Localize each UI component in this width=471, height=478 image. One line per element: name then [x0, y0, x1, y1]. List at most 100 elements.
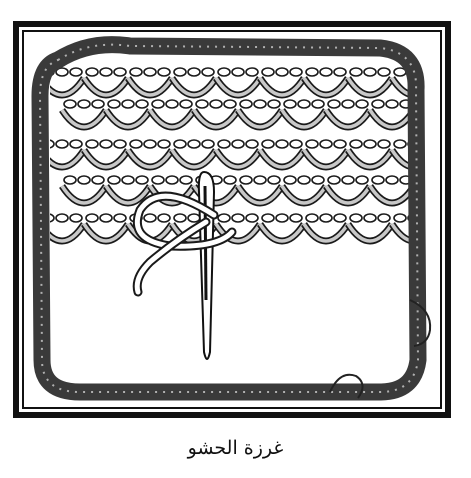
- chain-link: [121, 175, 135, 185]
- chain-link: [179, 99, 193, 109]
- chain-link: [50, 213, 55, 223]
- chain-link: [327, 99, 341, 109]
- chain-link: [289, 213, 303, 223]
- chain-link: [63, 99, 77, 109]
- knit-loop-highlight: [50, 149, 86, 169]
- chain-link: [173, 213, 187, 223]
- chain-link: [377, 139, 391, 149]
- threaded-yarn-loop-icon: [132, 191, 237, 297]
- chain-link: [333, 213, 347, 223]
- chain-link: [275, 139, 289, 149]
- knit-loop-highlight: [126, 149, 174, 169]
- knit-loop-highlight: [192, 109, 240, 129]
- chain-link: [223, 175, 237, 185]
- chain-link: [209, 99, 223, 109]
- chain-link: [55, 67, 69, 77]
- chain-link: [91, 175, 105, 185]
- chain-link: [201, 139, 215, 149]
- knit-loop-highlight: [390, 149, 412, 169]
- chain-link: [305, 213, 319, 223]
- chain-link: [217, 67, 231, 77]
- chain-link: [91, 99, 105, 109]
- chain-link: [69, 213, 83, 223]
- chain-link: [113, 139, 127, 149]
- chain-link: [69, 67, 83, 77]
- chain-link: [143, 139, 157, 149]
- chain-link: [349, 213, 363, 223]
- chain-link: [129, 139, 143, 149]
- knit-loop-highlight: [104, 109, 152, 129]
- chain-link: [157, 213, 171, 223]
- chain-link: [223, 99, 237, 109]
- knit-loop-highlight: [214, 149, 262, 169]
- chain-link: [231, 213, 245, 223]
- chain-link: [113, 213, 127, 223]
- knit-loop-highlight: [60, 185, 108, 205]
- chain-link: [319, 67, 333, 77]
- chain-link: [135, 99, 149, 109]
- chain-link: [289, 139, 303, 149]
- chain-link: [165, 175, 179, 185]
- chain-link: [173, 139, 187, 149]
- knit-loop-highlight: [390, 77, 412, 97]
- chain-link: [85, 213, 99, 223]
- chain-link: [267, 175, 281, 185]
- chain-link: [275, 213, 289, 223]
- knit-loop-highlight: [258, 223, 306, 243]
- chain-link: [201, 67, 215, 77]
- chain-link: [165, 99, 179, 109]
- chain-link: [261, 67, 275, 77]
- chain-link: [377, 67, 391, 77]
- chain-link: [371, 99, 385, 109]
- chain-link: [143, 67, 157, 77]
- chain-link: [349, 67, 363, 77]
- chain-link: [151, 175, 165, 185]
- chain-link: [305, 139, 319, 149]
- knit-loop-highlight: [214, 77, 262, 97]
- knit-loop-highlight: [390, 223, 412, 243]
- chain-link: [245, 213, 259, 223]
- chain-link: [297, 99, 311, 109]
- knit-loop-highlight: [148, 109, 196, 129]
- chain-link: [393, 213, 407, 223]
- chain-link: [55, 139, 69, 149]
- chain-link: [195, 99, 209, 109]
- chain-link: [245, 67, 259, 77]
- chain-link: [99, 213, 113, 223]
- knit-loop-highlight: [50, 77, 86, 97]
- chain-link: [385, 175, 399, 185]
- chain-link: [275, 67, 289, 77]
- chain-link: [157, 139, 171, 149]
- chain-link: [129, 67, 143, 77]
- chain-link: [297, 175, 311, 185]
- chain-link: [217, 139, 231, 149]
- chain-link: [187, 67, 201, 77]
- chain-link: [231, 67, 245, 77]
- corner-yarn-curl: [329, 299, 432, 399]
- chain-link: [283, 99, 297, 109]
- chain-link: [85, 139, 99, 149]
- knit-loop-highlight: [148, 185, 196, 205]
- chain-link: [363, 67, 377, 77]
- chain-link: [283, 175, 297, 185]
- chain-link: [355, 99, 369, 109]
- knit-loop-highlight: [82, 223, 130, 243]
- chain-link: [341, 175, 355, 185]
- rope-border: [31, 36, 427, 401]
- chain-link: [393, 139, 407, 149]
- knit-loop-highlight: [170, 149, 218, 169]
- chain-link: [63, 175, 77, 185]
- chain-link: [385, 99, 399, 109]
- chain-link: [99, 67, 113, 77]
- knit-loop-highlight: [324, 185, 372, 205]
- chain-link: [305, 67, 319, 77]
- chain-link: [113, 67, 127, 77]
- chain-link: [319, 213, 333, 223]
- chain-link: [245, 139, 259, 149]
- chain-link: [121, 99, 135, 109]
- chain-link: [217, 213, 231, 223]
- chain-link: [85, 67, 99, 77]
- knit-loop-highlight: [214, 223, 262, 243]
- chain-link: [239, 175, 253, 185]
- knit-loop-highlight: [104, 185, 152, 205]
